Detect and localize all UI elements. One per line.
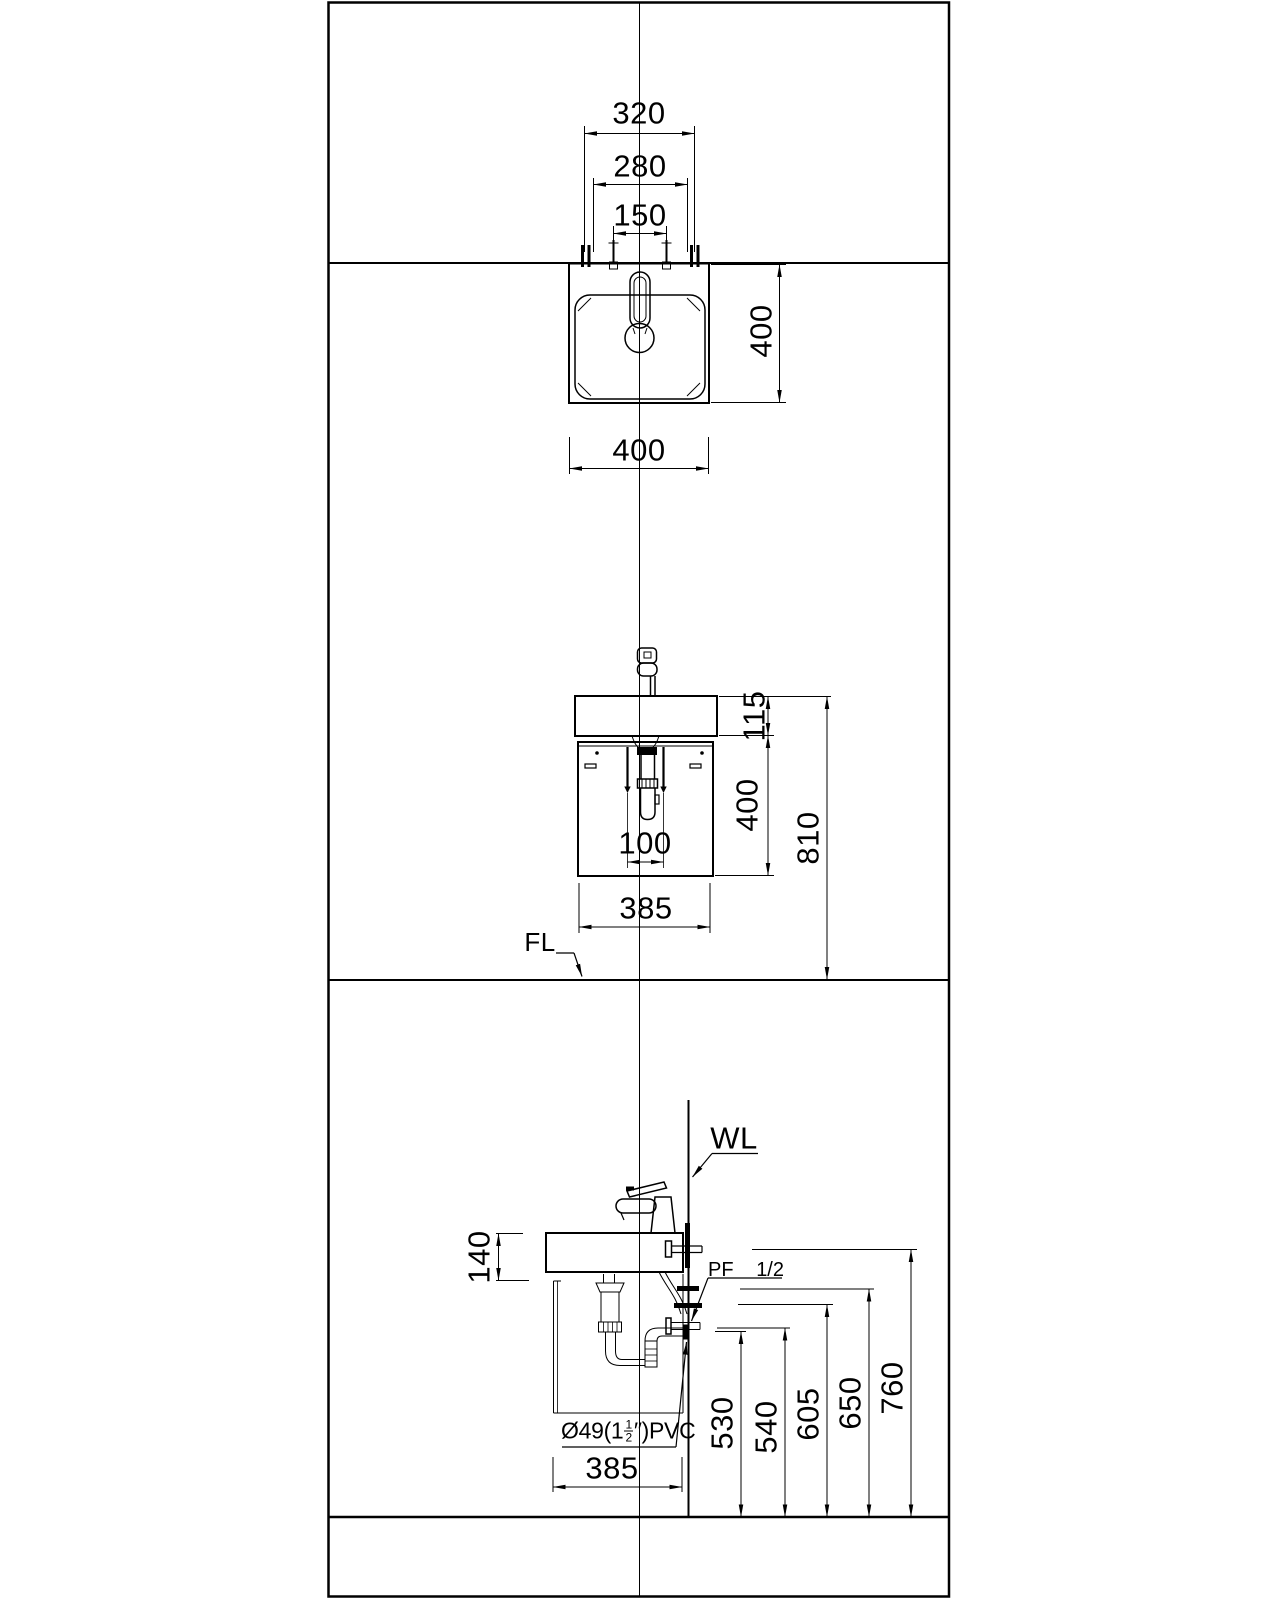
wall-line-leader xyxy=(692,1152,758,1178)
faucet-section xyxy=(615,1181,676,1234)
front-dim-100-label: 100 xyxy=(618,825,672,861)
faucet-front xyxy=(636,647,658,696)
pvc-fraction-numerator: 1 xyxy=(624,1417,633,1432)
pvc-label-suffix: ″)PVC xyxy=(633,1417,696,1444)
floor-line-label: FL xyxy=(524,927,556,957)
plan-view xyxy=(568,126,786,474)
basin-inner-plan xyxy=(574,294,706,400)
section-dim-140-label: 140 xyxy=(461,1230,497,1284)
drain-label-leader xyxy=(562,1341,688,1448)
counter-front xyxy=(574,695,718,737)
supply-label-size: 1/2 xyxy=(756,1259,784,1281)
pvc-label-prefix: Ø49(1 xyxy=(561,1417,624,1444)
front-dim-385-label: 385 xyxy=(619,890,673,926)
supply-size-label: PF 1/2 xyxy=(708,1260,784,1280)
height-dims xyxy=(715,1249,917,1518)
cabinet-front xyxy=(577,741,714,877)
wall-fixing-bolt xyxy=(664,1223,703,1268)
counter-section xyxy=(545,1232,684,1273)
front-view xyxy=(556,647,831,980)
front-dim-400-label: 400 xyxy=(729,778,765,832)
supply-valve xyxy=(658,1271,702,1335)
height-760-label: 760 xyxy=(874,1361,910,1415)
plan-dim-320-label: 320 xyxy=(612,95,666,131)
supply-label-leader xyxy=(690,1277,782,1322)
faucet-hole-bolts xyxy=(608,240,672,270)
hanger-rods-front xyxy=(624,747,667,868)
plan-dim-depth-label: 400 xyxy=(743,304,779,358)
sink-outline-plan xyxy=(568,262,710,404)
wall-drain-pipe xyxy=(644,1324,689,1342)
height-650-label: 650 xyxy=(832,1376,868,1430)
height-540-label: 540 xyxy=(748,1400,784,1454)
bottle-trap xyxy=(595,1274,658,1368)
pvc-label-fraction: 1 2 xyxy=(624,1417,633,1445)
basin-corner-chamfers xyxy=(577,297,701,397)
pvc-fraction-denominator: 2 xyxy=(625,1430,632,1445)
drawing-frame xyxy=(327,1,951,1598)
faucet-plan xyxy=(629,271,651,335)
section-dim-385-label: 385 xyxy=(585,1450,639,1486)
plan-dim-280-label: 280 xyxy=(613,148,667,184)
front-dim-115-label: 115 xyxy=(736,690,772,742)
drain-assembly-front xyxy=(636,747,660,821)
section-view xyxy=(496,1100,917,1518)
wall-anchor-marks xyxy=(581,245,700,267)
supply-label-pf: PF xyxy=(708,1259,734,1281)
plan-dim-width-label: 400 xyxy=(612,432,666,468)
cabinet-section xyxy=(553,1274,684,1414)
height-530-label: 530 xyxy=(704,1396,740,1450)
wall-line-label: WL xyxy=(710,1120,758,1156)
floor-line-leader xyxy=(556,952,583,977)
plan-dim-150-label: 150 xyxy=(613,197,667,233)
front-dim-810-label: 810 xyxy=(790,811,826,865)
drain-hole-plan xyxy=(624,322,655,354)
drain-pipe-label: Ø49(1 1 2 ″)PVC xyxy=(561,1417,696,1445)
height-605-label: 605 xyxy=(790,1387,826,1441)
